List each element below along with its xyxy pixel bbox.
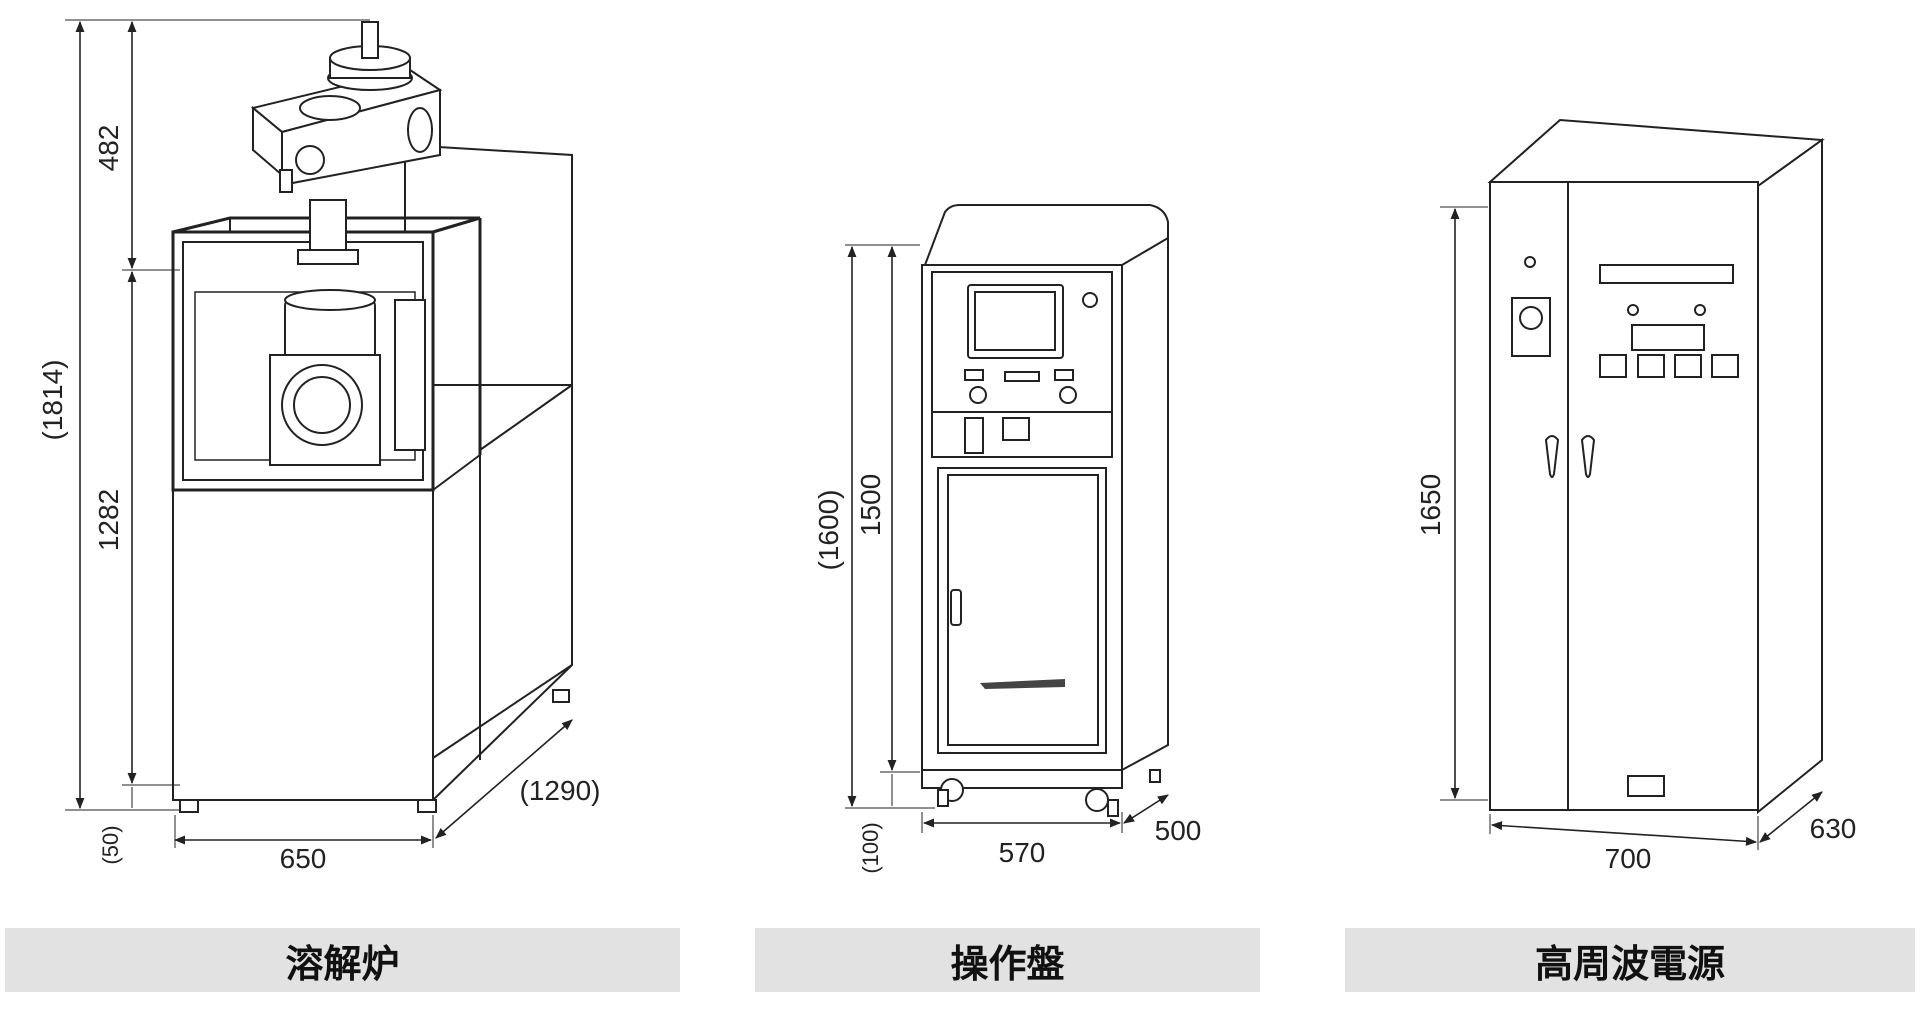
melting-furnace-drawing bbox=[171, 21, 573, 813]
power-height-label: 1650 bbox=[1415, 474, 1446, 536]
caption-melting-furnace: 溶解炉 bbox=[5, 928, 680, 992]
furnace-width-label: 650 bbox=[280, 843, 327, 874]
panel-width-label: 570 bbox=[999, 837, 1046, 868]
panel-leg-height-label: (100) bbox=[858, 822, 883, 873]
panel-depth-label: 500 bbox=[1155, 815, 1202, 846]
furnace-top-height-label: 482 bbox=[93, 125, 124, 172]
power-depth-label: 630 bbox=[1810, 813, 1857, 844]
control-panel-dimensions bbox=[845, 244, 1169, 833]
power-width-label: 700 bbox=[1605, 843, 1652, 874]
melting-furnace-dimensions bbox=[65, 19, 573, 848]
furnace-total-height-label: (1814) bbox=[37, 360, 68, 441]
caption-power-supply: 高周波電源 bbox=[1345, 928, 1915, 992]
caption-control-panel: 操作盤 bbox=[755, 928, 1260, 992]
power-supply-drawing bbox=[1487, 118, 1825, 815]
furnace-body-height-label: 1282 bbox=[93, 489, 124, 551]
power-supply-dimensions bbox=[1440, 206, 1823, 850]
furnace-depth-label: (1290) bbox=[520, 775, 601, 806]
panel-total-height-label: (1600) bbox=[813, 490, 844, 571]
panel-body-height-label: 1500 bbox=[855, 474, 886, 536]
furnace-leg-height-label: (50) bbox=[98, 825, 123, 864]
control-panel-drawing bbox=[921, 204, 1169, 817]
